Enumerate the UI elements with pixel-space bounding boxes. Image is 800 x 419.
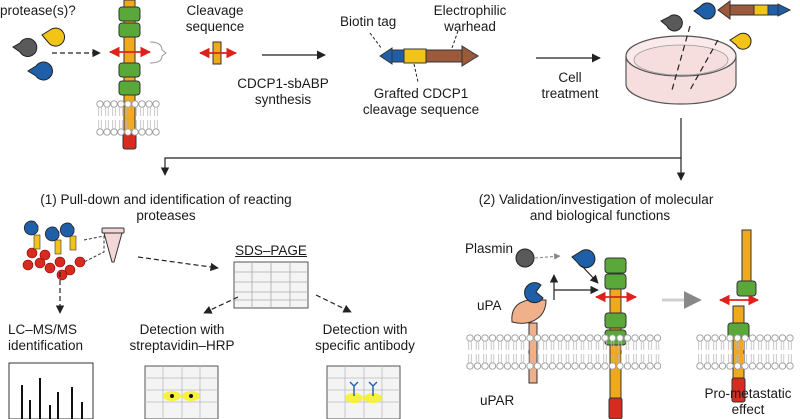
- branch2-title-2: and biological functions: [529, 208, 671, 223]
- zoom-lines: [83, 235, 105, 263]
- label-sds-page: SDS–PAGE: [235, 243, 307, 258]
- label-upa: uPA: [477, 298, 502, 313]
- membrane-bottom: [466, 334, 662, 370]
- sds-page-gel: [233, 261, 309, 309]
- eppendorf-tube: [101, 227, 125, 263]
- label-cleavage-1: Cleavage: [186, 3, 244, 18]
- label-grafted-2: cleavage sequence: [362, 102, 480, 117]
- membrane-right: [696, 334, 794, 370]
- label-grafted-1: Grafted CDCP1: [373, 86, 469, 101]
- label-plasmin: Plasmin: [465, 241, 514, 256]
- label-strep-1: Detection with: [139, 322, 225, 337]
- blot-antibody: [326, 365, 401, 419]
- branch-arrow-1: [160, 118, 682, 176]
- biotin-pointer: [369, 32, 383, 50]
- dish-probe: [717, 0, 792, 20]
- label-biotin-tag: Biotin tag: [340, 14, 397, 29]
- grafted-pointer: [413, 63, 419, 83]
- brace: [149, 41, 167, 64]
- label-synthesis-1: CDCP1-sbABP: [237, 76, 329, 91]
- dish-proteases: [660, 2, 752, 50]
- label-proteases: protease(s)?: [0, 3, 76, 18]
- label-treatment: treatment: [541, 86, 599, 101]
- label-pro-metastatic-2: effect: [731, 402, 765, 417]
- to-sds-arrow: [137, 256, 219, 272]
- mass-spectrum: [8, 362, 94, 419]
- cdcp1-receptor-top: [108, 0, 152, 150]
- branch1-title-1: (1) Pull-down and identification of reac…: [40, 192, 292, 207]
- dish-dashed-line: [671, 25, 691, 91]
- warhead-pointer: [451, 30, 459, 49]
- branch2-title-1: (2) Validation/investigation of molecula…: [478, 192, 714, 207]
- label-upar: uPAR: [480, 393, 515, 408]
- protease-to-receptor-arrow: [581, 265, 599, 284]
- label-warhead-1: Electrophilic: [433, 3, 507, 18]
- upa-protease: [524, 282, 544, 304]
- upar-receptor: [511, 299, 547, 384]
- active-protease: [571, 249, 596, 269]
- branch1-title-2: proteases: [136, 208, 196, 223]
- unknown-proteases: [12, 27, 65, 81]
- plasmin-activation-arrow: [534, 253, 561, 260]
- label-antibody-2: specific antibody: [315, 338, 415, 353]
- cleaved-receptor: [718, 229, 760, 403]
- label-warhead-2: warhead: [444, 19, 496, 34]
- cleavage-sequence-fragment: [198, 41, 238, 65]
- label-cell: Cell: [558, 70, 582, 85]
- label-synthesis-2: synthesis: [254, 92, 312, 107]
- label-antibody-1: Detection with: [322, 322, 408, 337]
- plasmin-protease: [515, 248, 535, 268]
- probe-cdcp1-sbabp: [379, 45, 479, 67]
- label-pro-metastatic-1: Pro-metastatic: [704, 386, 792, 401]
- label-lcms-2: identification: [8, 338, 84, 353]
- label-cleavage-2: sequence: [185, 19, 245, 34]
- to-strep-arrow: [203, 296, 239, 314]
- membrane-top: [96, 100, 160, 136]
- blot-streptavidin: [144, 365, 219, 419]
- to-antibody-arrow: [315, 294, 352, 313]
- label-lcms-1: LC–MS/MS: [8, 322, 78, 337]
- petri-dish: [625, 35, 737, 105]
- label-strep-2: streptavidin–HRP: [129, 338, 235, 353]
- beads-with-probe: [22, 220, 86, 281]
